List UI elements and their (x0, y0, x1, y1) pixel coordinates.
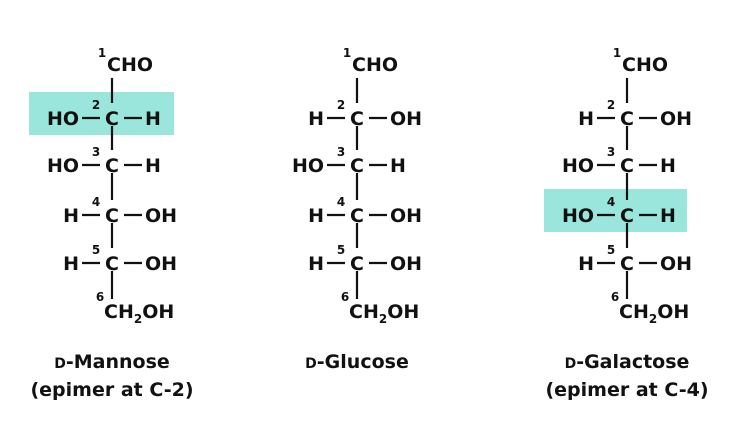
structure-3-carbon-number-4: 4 (607, 195, 615, 209)
structure-2-carbon-atom-4: C (350, 205, 364, 227)
structure-3-right-substituent-c4: H (660, 205, 676, 227)
structure-1-right-substituent-c2: H (145, 108, 161, 130)
structure-2-left-substituent-c4: H (308, 205, 324, 227)
structure-3-carbon-atom-2: C (620, 108, 634, 130)
structure-1-right-substituent-c3: H (145, 155, 161, 177)
structure-1-carbon-number-1: 1 (98, 46, 106, 60)
structure-3-carbon-number-6: 6 (611, 290, 619, 304)
structure-2-carbon-atom-2: C (350, 108, 364, 130)
structure-3-carbon-number-2: 2 (607, 98, 615, 112)
structure-3-epimer-caption: (epimer at C-4) (545, 379, 708, 401)
structure-3-carbon-atom-5: C (620, 253, 634, 275)
structure-1-left-substituent-c2: HO (47, 108, 79, 130)
structure-3-left-substituent-c5: H (578, 253, 594, 275)
structure-3-left-substituent-c3: HO (562, 155, 594, 177)
structure-3-right-substituent-c3: H (660, 155, 676, 177)
structure-1-carbon-number-2: 2 (92, 98, 100, 112)
structure-1-left-substituent-c3: HO (47, 155, 79, 177)
structure-2-left-substituent-c5: H (308, 253, 324, 275)
structure-1-sugar-name: D-Mannose (54, 351, 170, 373)
structure-3-terminal-group: CH2OH (619, 301, 689, 326)
structure-1-carbon-atom-4: C (105, 205, 119, 227)
structure-3-right-substituent-c2: OH (660, 108, 692, 130)
structure-1-carbon-number-5: 5 (92, 243, 100, 257)
structure-3-carbon-atom-4: C (620, 205, 634, 227)
structure-1-terminal-group: CH2OH (104, 301, 174, 326)
structure-2-carbon-number-4: 4 (337, 195, 345, 209)
structure-2-right-substituent-c3: H (390, 155, 406, 177)
structure-2-sugar-name: D-Glucose (305, 351, 409, 373)
structure-2-left-substituent-c3: HO (292, 155, 324, 177)
structure-1-aldehyde-group: CHO (107, 54, 153, 76)
structure-1-right-substituent-c5: OH (145, 253, 177, 275)
structure-3-carbon-number-3: 3 (607, 145, 615, 159)
structure-1-carbon-number-6: 6 (96, 290, 104, 304)
structure-3-aldehyde-group: CHO (622, 54, 668, 76)
structure-2-carbon-number-6: 6 (341, 290, 349, 304)
structure-1-carbon-number-3: 3 (92, 145, 100, 159)
structure-3-left-substituent-c4: HO (562, 205, 594, 227)
structure-1-epimer-caption: (epimer at C-2) (30, 379, 193, 401)
structure-2-left-substituent-c2: H (308, 108, 324, 130)
structure-1-carbon-atom-3: C (105, 155, 119, 177)
structure-2-right-substituent-c2: OH (390, 108, 422, 130)
structure-2-aldehyde-group: CHO (352, 54, 398, 76)
structure-3-sugar-name: D-Galactose (565, 351, 690, 373)
structure-2-carbon-atom-3: C (350, 155, 364, 177)
structure-3-highlight-c4 (544, 189, 687, 232)
structure-3-carbon-atom-3: C (620, 155, 634, 177)
structure-1-left-substituent-c5: H (63, 253, 79, 275)
structure-2-carbon-atom-5: C (350, 253, 364, 275)
structure-1-left-substituent-c4: H (63, 205, 79, 227)
structure-1-highlight-c2 (29, 92, 174, 135)
structure-2-carbon-number-2: 2 (337, 98, 345, 112)
structure-1-right-substituent-c4: OH (145, 205, 177, 227)
structure-3-left-substituent-c2: H (578, 108, 594, 130)
structure-2-carbon-number-3: 3 (337, 145, 345, 159)
structure-1-carbon-atom-5: C (105, 253, 119, 275)
structure-3-right-substituent-c5: OH (660, 253, 692, 275)
structure-3-carbon-number-5: 5 (607, 243, 615, 257)
structure-2-carbon-number-1: 1 (343, 46, 351, 60)
structure-2-terminal-group: CH2OH (349, 301, 419, 326)
structure-2-right-substituent-c5: OH (390, 253, 422, 275)
structure-1-carbon-number-4: 4 (92, 195, 100, 209)
structure-2-carbon-number-5: 5 (337, 243, 345, 257)
structure-3-carbon-number-1: 1 (613, 46, 621, 60)
structure-1-carbon-atom-2: C (105, 108, 119, 130)
structure-2-right-substituent-c4: OH (390, 205, 422, 227)
